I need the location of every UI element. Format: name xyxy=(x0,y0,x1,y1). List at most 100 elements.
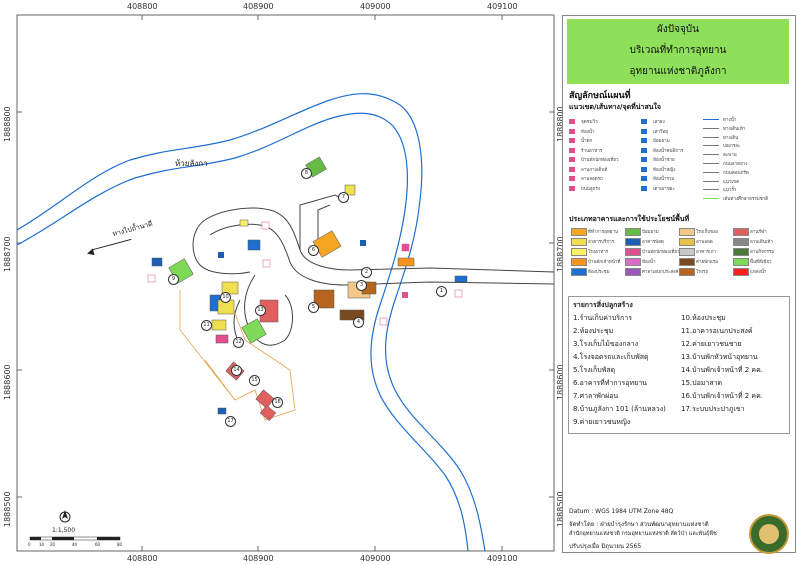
symbol-label: ห้องน้ำหญิง xyxy=(653,167,676,173)
landuse-swatch xyxy=(679,228,695,236)
line-symbol-icon xyxy=(703,189,719,191)
updated-text: ปรับปรุงเมื่อ มิถุนายน 2565 xyxy=(569,543,642,550)
landuse-swatch xyxy=(733,238,749,246)
building-number-marker: 12 xyxy=(233,337,244,348)
building-list-item: 2.ห้องประชุม xyxy=(573,327,614,335)
building-number-marker: 5 xyxy=(308,302,319,313)
symbol-label: ห้องน้ำรวม xyxy=(653,177,675,182)
building-list-item: 16.บ้านพักเจ้าหน้าที่ 2 คค. xyxy=(681,392,764,400)
building-number-marker: 9 xyxy=(168,274,179,285)
symbol-label: ถนนลาดยาง xyxy=(723,162,748,167)
symbol-label: บ่อเกรอะ xyxy=(723,144,741,150)
building-number-marker: 14 xyxy=(231,365,242,376)
symbol-icon xyxy=(641,185,647,191)
y-tick-label: 1888500 xyxy=(3,491,12,527)
building-number-marker: 4 xyxy=(353,317,364,328)
building-list-item: 1.ร้านเก็บค่าบริการ xyxy=(573,314,632,322)
building-number-marker: 2 xyxy=(361,267,372,278)
landuse-label: บ้านพักเจ้าหน้าที่ xyxy=(588,260,621,265)
landuse-heading: ประเภทอาคารและการใช้ประโยชน์พื้นที่ xyxy=(569,215,690,223)
buildings-heading: รายการสิ่งปลูกสร้าง xyxy=(573,301,633,309)
landuse-label: พื้นที่สีเขียว xyxy=(750,260,772,265)
park-seal-logo xyxy=(749,514,789,554)
symbol-icon xyxy=(569,157,575,162)
building-list-item: 8.บ้านภูลังกา 101 (ล้านหลวง) xyxy=(573,405,666,413)
point-symbols xyxy=(147,221,463,326)
landuse-swatch xyxy=(625,238,641,246)
symbols-heading: สัญลักษณ์แผนที่ xyxy=(569,91,631,101)
x-tick-label: 409000 xyxy=(360,554,391,563)
line-symbol-icon xyxy=(703,136,719,138)
landuse-swatch xyxy=(625,268,641,276)
y-tick-label: 1888700 xyxy=(3,236,12,272)
symbol-label: ป้อมยาม xyxy=(653,139,670,144)
symbol-label: ห้องน้ำ xyxy=(581,129,595,135)
office-text: สำนักอุทยานแห่งชาติ กรมอุทยานแห่งชาติ สั… xyxy=(569,531,717,537)
line-symbol-icon xyxy=(703,154,719,156)
landuse-swatch xyxy=(679,248,695,256)
symbol-icon xyxy=(569,138,575,143)
scale-label: 1:1,500 xyxy=(52,527,76,534)
building-list-item: 15.ปอมาสาด xyxy=(681,379,723,387)
building-number-marker: 1 xyxy=(436,286,447,297)
legend-panel: ผังปัจจุบัน บริเวณที่ทำการอุทยาน อุทยานแ… xyxy=(562,15,796,554)
line-symbol-icon xyxy=(703,127,719,129)
line-symbol-icon xyxy=(703,171,719,173)
symbol-label: แนวรั้ว xyxy=(723,188,737,194)
landuse-label: ป้อมยาม xyxy=(642,230,659,235)
landuse-swatch xyxy=(679,238,695,246)
line-symbol-icon xyxy=(703,145,719,147)
scale-tick: 80 xyxy=(117,542,123,547)
x-tick-label: 409000 xyxy=(360,2,391,11)
symbol-label: จุดชมวิว xyxy=(581,120,598,125)
made-by-text: จัดทำโดย : ฝ่ายบำรุงรักษา ส่วนพัฒนาอุทยา… xyxy=(569,521,709,528)
symbol-label: ทางเดินเท้า xyxy=(723,126,746,132)
building-list-item: 5.โรงเก็บพัสดุ xyxy=(573,366,616,374)
building-list-item: 4.โรงจอดรถและเก็บพัสดุ xyxy=(573,353,649,361)
symbol-icon xyxy=(641,119,647,124)
routes-heading: แนวเขต/เส้นทาง/จุดที่น่าสนใจ xyxy=(569,103,662,111)
scale-tick: 40 xyxy=(72,542,78,547)
landuse-label: อาคารเก่า xyxy=(696,250,716,255)
landuse-label: ห้องน้ำ xyxy=(642,260,656,265)
x-tick-label: 408800 xyxy=(127,2,158,11)
scale-tick: 60 xyxy=(95,542,101,547)
symbol-label: ลานจอดรถ xyxy=(581,177,603,182)
symbol-icon xyxy=(641,128,647,134)
landuse-label: อาคารบริการ xyxy=(588,240,615,245)
creek-label: ห้วยลังกา xyxy=(175,159,208,168)
building-number-marker: 8 xyxy=(301,168,312,179)
datum-text: Datum : WGS 1984 UTM Zone 48Q xyxy=(569,508,674,515)
line-symbol-icon xyxy=(703,180,719,182)
symbol-label: ถนนลูกรัง xyxy=(581,186,600,192)
symbol-label: สะพาน xyxy=(723,153,737,159)
line-symbol-icon xyxy=(703,198,719,200)
symbol-icon xyxy=(569,119,575,124)
legend-title-line: บริเวณที่ทำการอุทยาน xyxy=(629,45,727,56)
building-list-item: 17.ระบบประปาภูเขา xyxy=(681,405,745,413)
x-tick-label: 408800 xyxy=(127,554,158,563)
landuse-swatch xyxy=(625,248,641,256)
boundary xyxy=(179,290,296,421)
landuse-label: ค่ายพักแรม xyxy=(696,260,719,265)
building-number-marker: 11 xyxy=(201,320,212,331)
x-tick-label: 409100 xyxy=(487,554,518,563)
symbol-icon xyxy=(641,176,647,181)
building-number-marker: 15 xyxy=(249,375,260,386)
symbol-label: ร้านอาหาร xyxy=(581,148,603,154)
landuse-label: ที่ทำการอุทยาน xyxy=(588,230,619,235)
line-symbol-icon xyxy=(703,163,719,164)
north-arrow xyxy=(59,510,71,523)
building-list-item: 14.บ้านพักเจ้าหน้าที่ 2 คค. xyxy=(681,366,764,374)
building-list-item: 10.ห้องประชุม xyxy=(681,314,726,322)
landuse-label: โรงรถ xyxy=(696,270,709,275)
scale-bar xyxy=(29,536,121,541)
landuse-swatch xyxy=(625,228,641,236)
building-number-marker: 7 xyxy=(338,192,349,203)
scale-tick: 0 xyxy=(28,542,31,547)
landuse-label: ลานกิจกรรม xyxy=(750,250,775,255)
legend-title-line: อุทยานแห่งชาติภูลังกา xyxy=(629,66,727,77)
landuse-swatch xyxy=(733,258,749,266)
landuse-swatch xyxy=(733,228,749,236)
